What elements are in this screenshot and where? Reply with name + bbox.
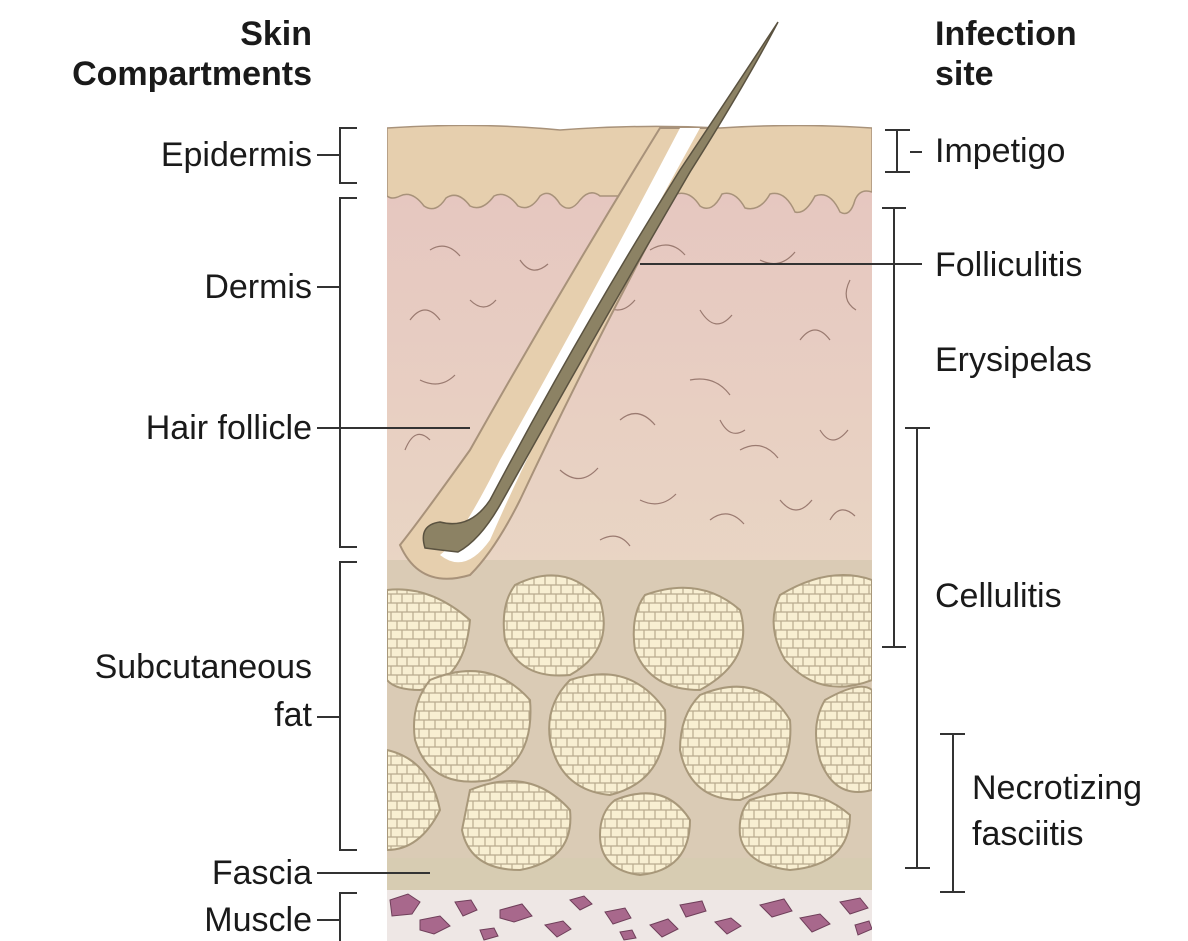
label-necrotizing-line2: fasciitis: [972, 814, 1142, 854]
right-header-line1: Infection: [935, 14, 1077, 54]
label-subcutaneous-line2: fat: [0, 695, 312, 735]
label-cellulitis: Cellulitis: [935, 576, 1062, 616]
epidermis-bracket: [317, 128, 357, 183]
label-fascia: Fascia: [0, 853, 312, 893]
label-erysipelas: Erysipelas: [935, 340, 1092, 380]
label-impetigo: Impetigo: [935, 131, 1065, 171]
right-header-line2: site: [935, 54, 1077, 94]
left-header-line1: Skin: [0, 14, 312, 54]
label-subcutaneous: Subcutaneous fat: [0, 647, 312, 735]
left-header: Skin Compartments: [0, 14, 312, 94]
label-folliculitis: Folliculitis: [935, 245, 1082, 285]
subcutaneous-bracket: [317, 562, 357, 850]
cellulitis-bracket: [905, 428, 930, 868]
impetigo-bracket: [885, 130, 922, 172]
dermis-bracket: [317, 198, 357, 547]
label-epidermis: Epidermis: [0, 135, 312, 175]
right-header: Infection site: [935, 14, 1077, 94]
label-dermis: Dermis: [0, 267, 312, 307]
label-hair-follicle: Hair follicle: [0, 408, 312, 448]
erysipelas-bracket: [882, 208, 906, 647]
left-header-line2: Compartments: [0, 54, 312, 94]
necrotizing-bracket: [940, 734, 965, 892]
label-necrotizing: Necrotizing fasciitis: [972, 768, 1142, 854]
label-subcutaneous-line1: Subcutaneous: [0, 647, 312, 687]
muscle-bracket: [317, 893, 357, 941]
label-muscle: Muscle: [0, 900, 312, 940]
label-necrotizing-line1: Necrotizing: [972, 768, 1142, 808]
